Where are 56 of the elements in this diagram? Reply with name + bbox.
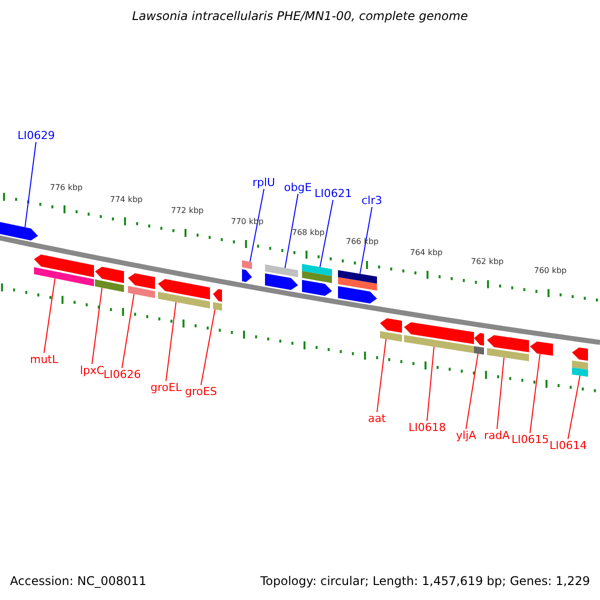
gene-label: lpxC <box>80 364 104 377</box>
gene-feature-drawing <box>404 322 474 354</box>
scale-label: 768 kbp <box>292 227 325 240</box>
scale-label: 762 kbp <box>471 256 504 268</box>
gene-feature-drawing <box>128 273 155 298</box>
gene-label: LI0626 <box>104 368 141 381</box>
leader-line <box>530 353 540 434</box>
leader-line <box>284 194 298 268</box>
leader-line <box>360 206 372 274</box>
gene-feature-drawing <box>487 335 529 362</box>
gene-label: LI0614 <box>550 439 587 452</box>
title: Lawsonia intracellularis PHE/MN1-00, complete genome <box>131 10 469 23</box>
gene-label: LI0621 <box>314 187 352 200</box>
leader-line <box>466 353 478 430</box>
scale-label: 776 kbp <box>50 182 83 194</box>
gene-label: obgE <box>284 181 312 194</box>
gene-feature-drawing <box>265 264 298 290</box>
gene-label: rplU <box>252 176 276 189</box>
gene-feature-drawing <box>213 289 222 311</box>
scale-label: 764 kbp <box>410 246 443 259</box>
gene-feature-drawing <box>530 342 553 356</box>
gene-feature-drawing <box>34 254 94 286</box>
gene-label: LI0629 <box>18 129 55 142</box>
gene-label: aat <box>368 412 386 425</box>
gene-feature-drawing <box>380 318 402 342</box>
scale-label: 772 kbp <box>171 205 204 218</box>
gene-label: groES <box>185 385 217 398</box>
leader-line <box>496 357 504 430</box>
gene-feature-drawing <box>572 348 588 377</box>
gene-feature-drawing <box>474 333 484 355</box>
leader-line <box>376 338 386 412</box>
leader-line <box>122 294 134 368</box>
gene-feature-drawing <box>158 279 210 308</box>
gene-label: radA <box>484 429 510 442</box>
leader-line <box>24 142 36 228</box>
leader-line <box>320 200 334 268</box>
leader-line <box>250 188 264 262</box>
gene-label: groEL <box>150 381 182 394</box>
genome-summary-text: Topology: circular; Length: 1,457,619 bp; Genes: 1,229 <box>260 575 590 588</box>
gene-label: LI0615 <box>512 433 549 446</box>
gene-feature-drawing <box>242 260 252 282</box>
leader-line <box>166 302 176 382</box>
scale-label: 760 kbp <box>534 265 567 278</box>
scale-label: 774 kbp <box>110 194 143 206</box>
gene-label: mutL <box>30 353 58 366</box>
leader-line <box>92 287 102 364</box>
gene-label: clr3 <box>362 194 382 207</box>
gene-feature-drawing <box>0 220 38 240</box>
gene-label: LI0618 <box>408 421 446 434</box>
leader-line <box>44 278 56 354</box>
leader-line <box>426 346 434 422</box>
accession-text: Accession: NC_008011 <box>10 575 146 588</box>
gene-feature-drawing <box>302 264 332 296</box>
gene-label: yljA <box>456 429 476 442</box>
gene-feature-drawing <box>338 270 377 304</box>
gene-feature-drawing <box>95 266 124 292</box>
